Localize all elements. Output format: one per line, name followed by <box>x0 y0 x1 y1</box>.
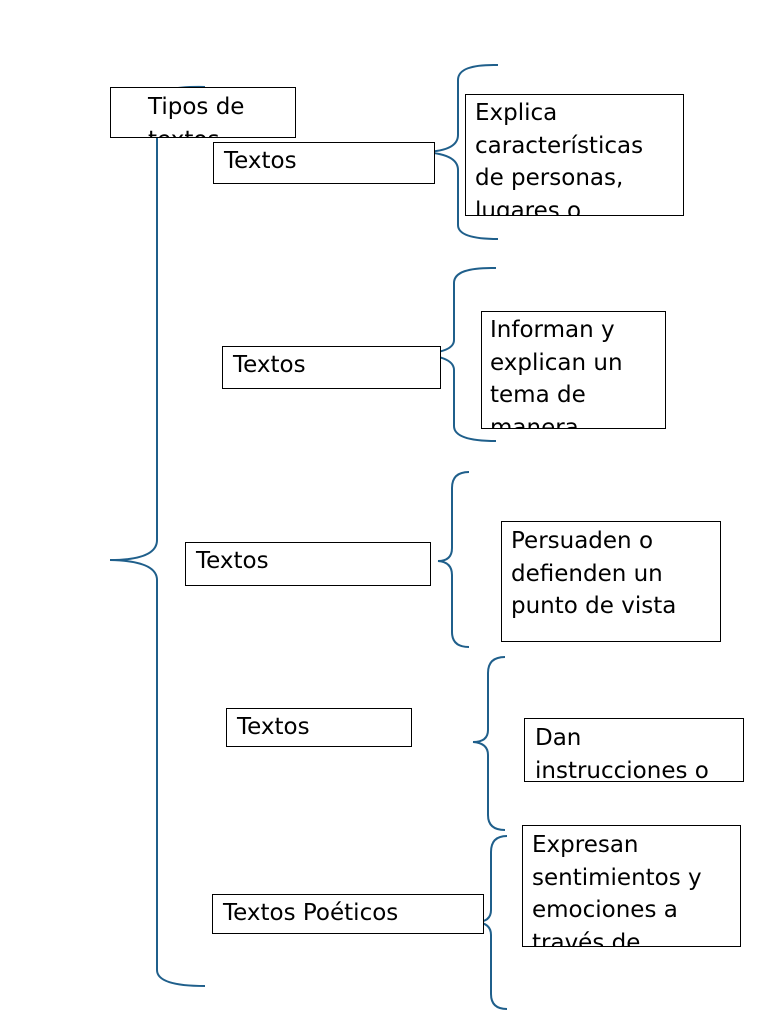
category-label: Textos Poéticos <box>223 900 399 926</box>
description-text: Dan instrucciones o <box>535 725 709 782</box>
description-node-4: Dan instrucciones o <box>524 718 744 782</box>
category-node-1: Textos <box>213 142 435 184</box>
category-node-3: Textos <box>185 542 431 586</box>
description-text: Expresan sentimientos y emociones a trav… <box>532 832 702 947</box>
description-text: Informan y explican un tema de manera <box>490 317 623 429</box>
category-label: Textos <box>196 548 269 574</box>
description-node-1: Explica características de personas, lug… <box>465 94 684 216</box>
description-text: Persuaden o defienden un punto de vista <box>511 528 677 619</box>
description-text: Explica características de personas, lug… <box>475 100 644 216</box>
brace-3 <box>437 471 470 648</box>
description-node-3: Persuaden o defienden un punto de vista <box>501 521 721 642</box>
category-label: Textos <box>224 148 297 174</box>
category-label: Textos <box>237 714 310 740</box>
category-label: Textos <box>233 352 306 378</box>
description-node-5: Expresan sentimientos y emociones a trav… <box>522 825 741 947</box>
description-node-2: Informan y explican un tema de manera <box>481 311 666 429</box>
category-node-5: Textos Poéticos <box>212 894 484 934</box>
main-brace <box>109 85 206 987</box>
root-node: Tipos de textos <box>110 87 296 138</box>
category-node-4: Textos <box>226 708 412 747</box>
brace-4 <box>472 656 506 831</box>
root-node-label: Tipos de textos <box>148 94 245 137</box>
category-node-2: Textos <box>222 346 441 389</box>
